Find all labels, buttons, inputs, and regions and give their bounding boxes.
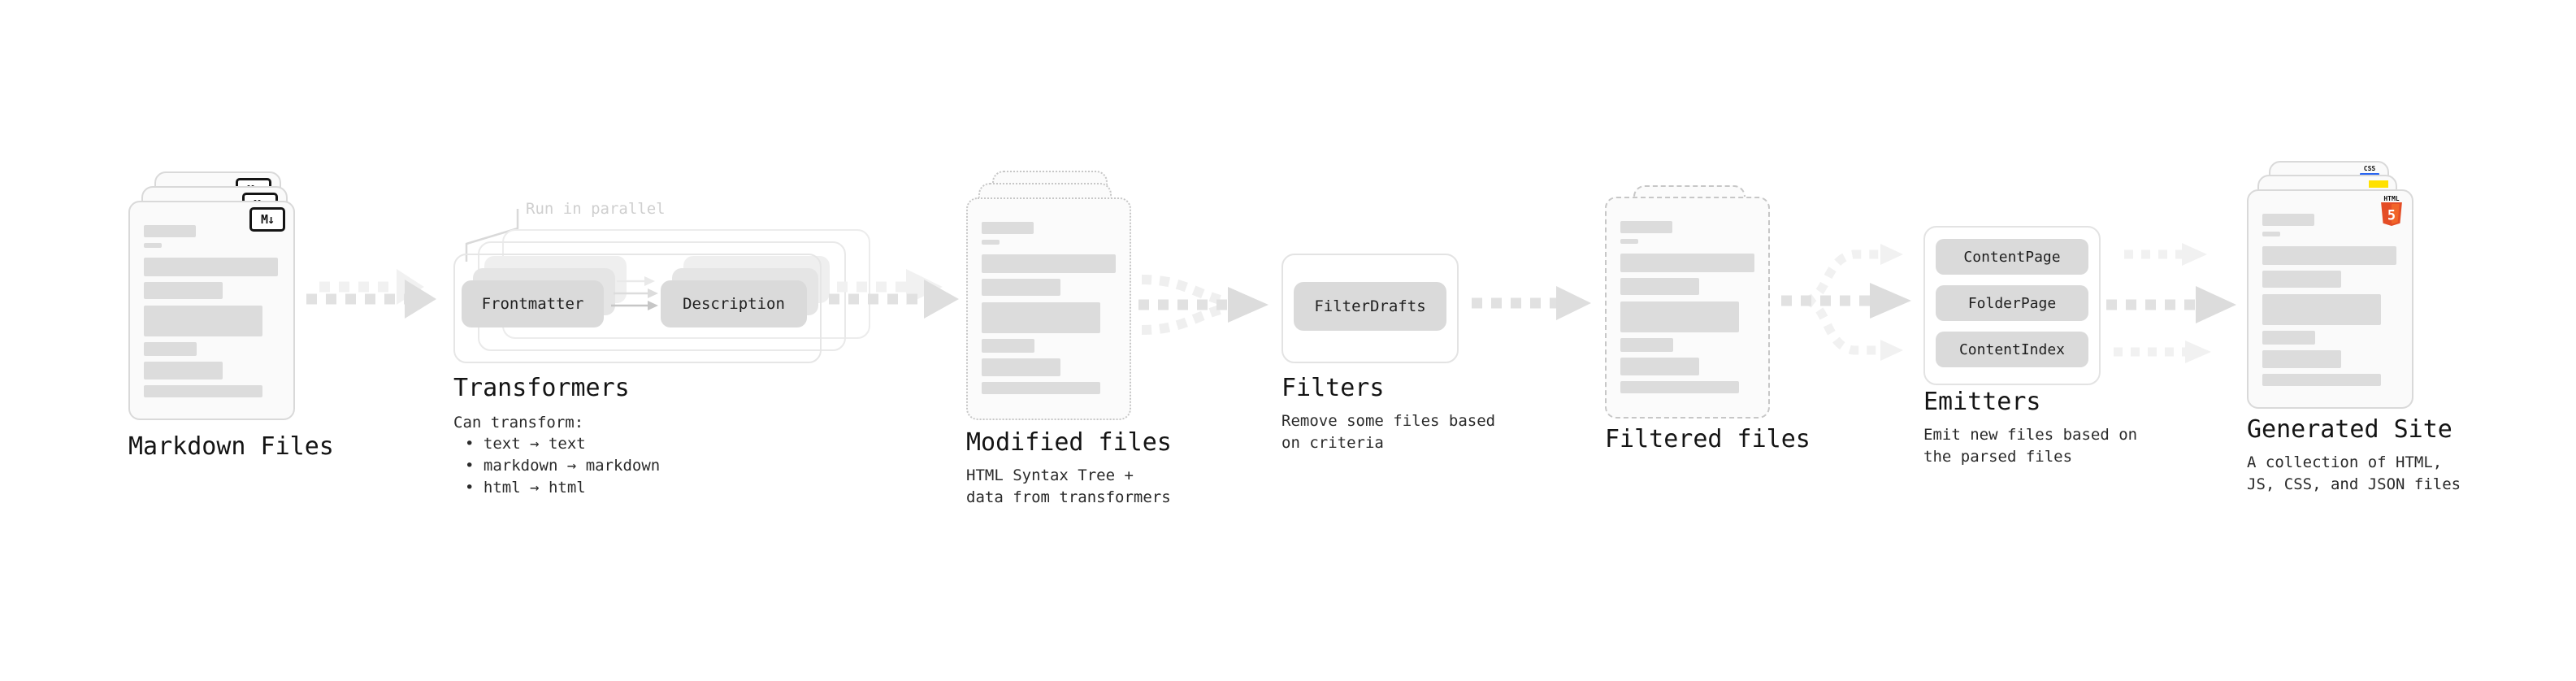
- js-icon: [2369, 180, 2388, 188]
- doc-line: [2262, 350, 2341, 368]
- bullet-item: • html → html: [465, 479, 586, 497]
- doc-line: [144, 385, 262, 397]
- doc-line: [144, 362, 223, 380]
- desc-line: the parsed files: [1923, 448, 2073, 466]
- emitters-label: Emitters: [1923, 388, 2041, 416]
- document-skeleton: [968, 199, 1130, 394]
- doc-line: [1620, 254, 1754, 272]
- parallel-step-arrows-icon: [611, 276, 658, 310]
- doc-line: [2262, 374, 2381, 386]
- content-index-box: ContentIndex: [1936, 332, 2088, 367]
- content-page-box: ContentPage: [1936, 239, 2088, 275]
- filtered-file-card-front: [1605, 197, 1770, 419]
- desc-line: JS, CSS, and JSON files: [2247, 475, 2461, 493]
- doc-line: [2262, 294, 2381, 325]
- modified-file-card-front: [966, 197, 1131, 420]
- filters-desc: Remove some files based on criteria: [1281, 410, 1495, 454]
- bullet-item: • markdown → markdown: [465, 457, 661, 475]
- description-box: Description: [661, 280, 807, 327]
- transformers-label: Transformers: [453, 374, 630, 402]
- desc-line: Remove some files based: [1281, 412, 1496, 430]
- doc-line: [2262, 214, 2314, 226]
- doc-line: [144, 258, 278, 276]
- doc-line: [1620, 278, 1699, 295]
- emitters-desc: Emit new files based on the parsed files: [1923, 424, 2137, 468]
- doc-line: [982, 382, 1100, 394]
- filters-label: Filters: [1281, 374, 1385, 402]
- generated-site-desc: A collection of HTML, JS, CSS, and JSON …: [2247, 452, 2461, 496]
- run-in-parallel-annotation: Run in parallel: [526, 200, 666, 218]
- filters-panel: FilterDrafts: [1281, 254, 1459, 363]
- doc-line: [982, 358, 1060, 376]
- document-skeleton: [2249, 191, 2412, 386]
- doc-line: [144, 282, 223, 299]
- generated-file-card-html: HTML 5: [2247, 189, 2413, 409]
- doc-line: [2262, 271, 2341, 288]
- doc-line: [982, 279, 1060, 296]
- markdown-file-card-front: M↓: [128, 201, 295, 420]
- doc-line: [982, 240, 1000, 245]
- transformers-bullets: • text → text • markdown → markdown • ht…: [465, 433, 660, 499]
- doc-line: [144, 225, 196, 237]
- flow-arrow-icon: [306, 269, 436, 319]
- frontmatter-box: Frontmatter: [462, 280, 604, 327]
- doc-line: [982, 222, 1034, 234]
- doc-line: [2262, 232, 2280, 236]
- doc-line: [144, 306, 262, 336]
- doc-line: [1620, 221, 1672, 233]
- doc-line: [982, 254, 1116, 273]
- css-badge-text: CSS: [2363, 165, 2376, 172]
- merge-arrow-icon: [1138, 275, 1268, 335]
- bullet-item: • text → text: [465, 435, 586, 453]
- doc-line: [144, 243, 162, 248]
- doc-line: [1620, 381, 1739, 393]
- folder-page-box: FolderPage: [1936, 285, 2088, 321]
- doc-line: [2262, 246, 2396, 265]
- parallel-arrows-icon: [2106, 243, 2236, 363]
- doc-line: [144, 342, 197, 356]
- doc-line: [1620, 338, 1673, 352]
- markdown-icon: M↓: [249, 207, 285, 232]
- flow-arrow-icon: [1472, 286, 1591, 320]
- annotation-connector-line: [465, 209, 519, 262]
- doc-line: [982, 339, 1034, 353]
- filter-drafts-box: FilterDrafts: [1294, 282, 1446, 331]
- fanout-arrow-icon: [1781, 244, 1911, 361]
- desc-line: A collection of HTML,: [2247, 453, 2443, 471]
- emitters-panel: ContentPage FolderPage ContentIndex: [1923, 226, 2101, 385]
- doc-line: [982, 302, 1100, 333]
- doc-line: [1620, 301, 1739, 332]
- document-skeleton: [1607, 198, 1768, 393]
- doc-line: [1620, 358, 1699, 375]
- markdown-files-label: Markdown Files: [128, 432, 334, 461]
- desc-line: HTML Syntax Tree +: [966, 466, 1134, 484]
- desc-line: data from transformers: [966, 488, 1171, 506]
- modified-files-label: Modified files: [966, 428, 1172, 457]
- flow-arrow-icon: [829, 269, 959, 319]
- doc-line: [1620, 239, 1638, 244]
- html5-badge-number: 5: [2387, 206, 2396, 223]
- transformer-container-front: [453, 254, 822, 363]
- desc-line: on criteria: [1281, 434, 1384, 452]
- generated-site-label: Generated Site: [2247, 415, 2452, 444]
- document-skeleton: [130, 202, 293, 397]
- html5-badge-text: HTML: [2383, 195, 2400, 202]
- modified-files-desc: HTML Syntax Tree + data from transformer…: [966, 465, 1171, 509]
- desc-line: Emit new files based on: [1923, 426, 2138, 444]
- filtered-files-label: Filtered files: [1605, 425, 1811, 453]
- html5-icon: HTML 5: [2380, 195, 2403, 226]
- doc-line: [2262, 331, 2315, 345]
- transformers-desc-title: Can transform:: [453, 414, 584, 432]
